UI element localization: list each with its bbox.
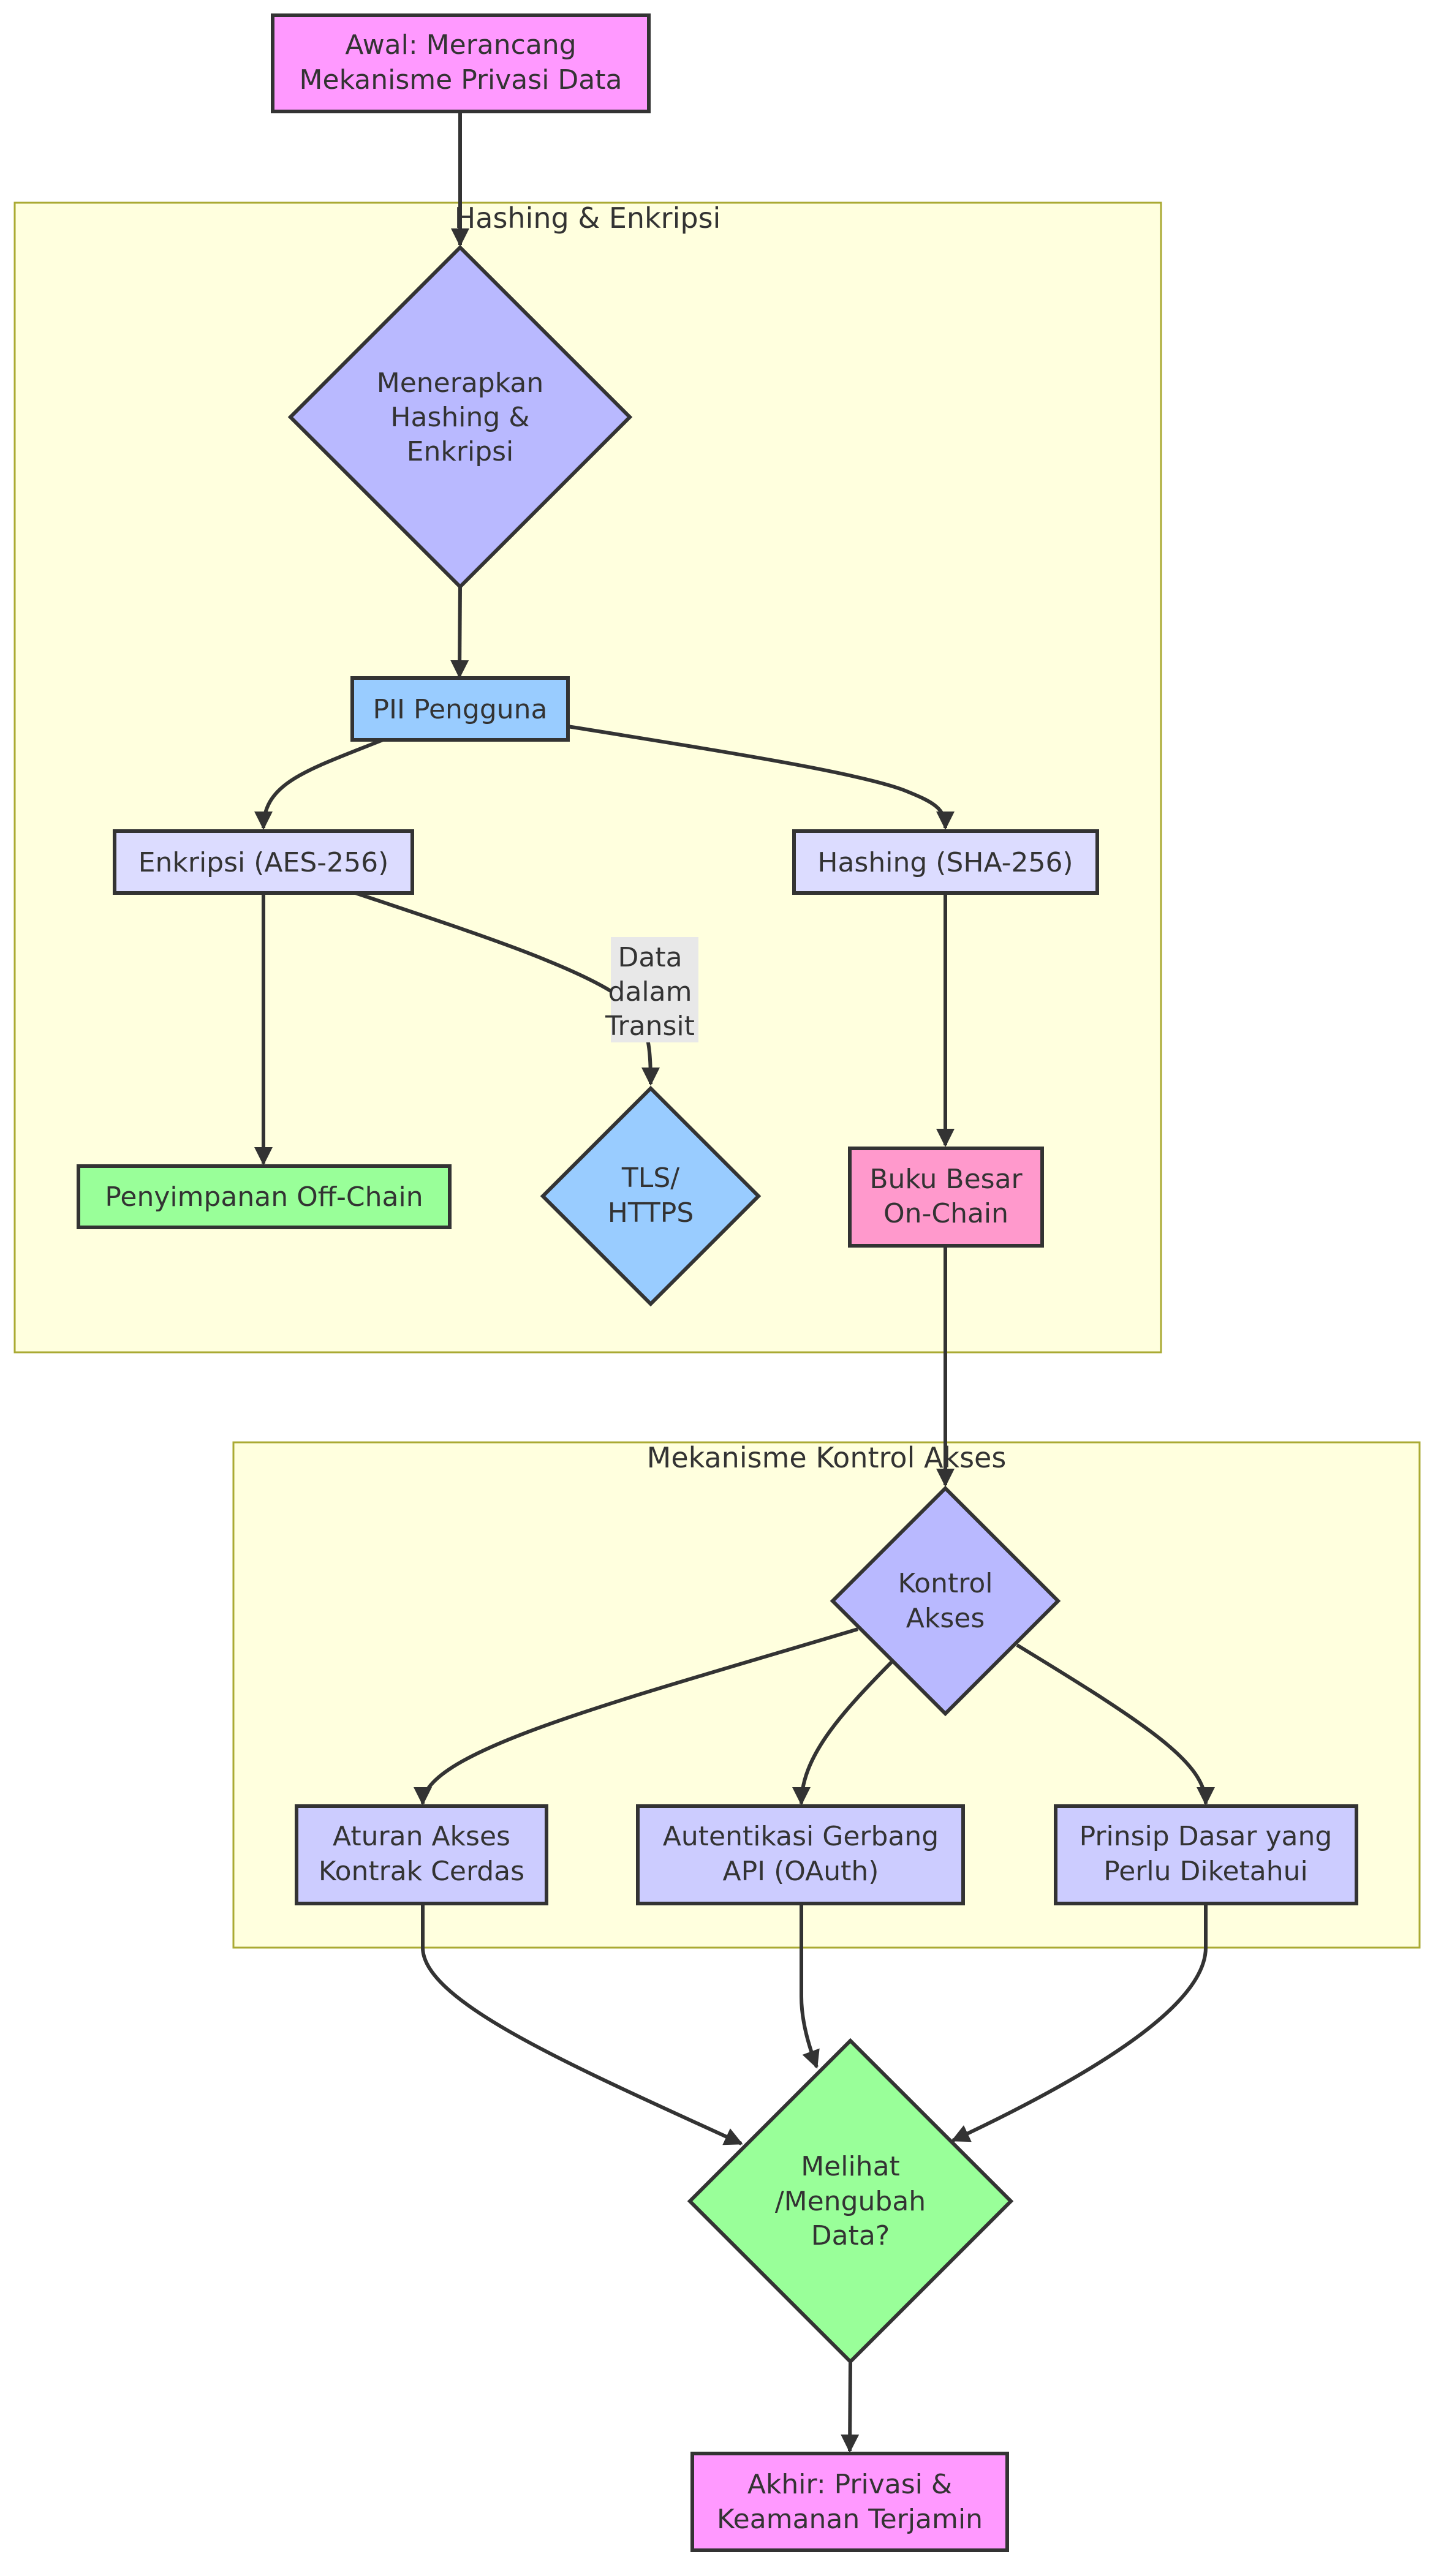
node-tls: TLS/ HTTPS: [540, 1085, 762, 1307]
node-smart-contract-rules: Aturan Akses Kontrak Cerdas: [295, 1804, 548, 1905]
node-onchain-ledger: Buku Besar On-Chain: [848, 1147, 1044, 1248]
nodes: Awal: Merancang Mekanisme Privasi Data M…: [77, 13, 1358, 2552]
node-tls-line-2: HTTPS: [608, 1197, 694, 1229]
node-start-line-2: Mekanisme Privasi Data: [300, 64, 622, 96]
node-ntk-line-2: Perlu Diketahui: [1103, 1856, 1308, 1887]
node-hash-label: Hashing (SHA-256): [817, 847, 1073, 878]
edge-access-rules: [414, 1627, 858, 1806]
edge-oauth-view: [800, 1904, 820, 2069]
edge-access-ntk: [1016, 1643, 1215, 1806]
node-ledger-line-2: On-Chain: [883, 1198, 1008, 1229]
node-view-line-1: Melihat: [801, 2151, 900, 2182]
node-end: Akhir: Privasi & Keamanan Terjamin: [690, 2452, 1009, 2552]
node-access-line-2: Akses: [906, 1603, 985, 1634]
edge-ntk-view: [951, 1904, 1208, 2142]
node-view-modify-data: Melihat /Mengubah Data?: [687, 2038, 1014, 2365]
node-api-oauth: Autentikasi Gerbang API (OAuth): [636, 1804, 965, 1905]
group-title-access: Mekanisme Kontrol Akses: [647, 1441, 1007, 1474]
node-oauth-line-2: API (OAuth): [723, 1856, 879, 1887]
node-apply-line-2: Hashing &: [390, 402, 529, 433]
node-apply-line-3: Enkripsi: [407, 436, 514, 467]
node-pii-label: PII Pengguna: [373, 694, 548, 725]
edges: [254, 112, 1215, 2453]
node-end-line-1: Akhir: Privasi &: [747, 2469, 952, 2500]
node-tls-line-1: TLS/: [621, 1162, 679, 1194]
node-start: Awal: Merancang Mekanisme Privasi Data: [271, 13, 651, 113]
node-apply-hashing: Menerapkan Hashing & Enkripsi: [287, 244, 633, 590]
node-rules-line-2: Kontrak Cerdas: [319, 1856, 524, 1887]
node-apply-line-1: Menerapkan: [377, 367, 544, 399]
node-start-line-1: Awal: Merancang: [345, 29, 576, 61]
node-view-line-2: /Mengubah: [775, 2186, 926, 2217]
node-ledger-line-1: Buku Besar: [869, 1164, 1023, 1195]
node-ntk-line-1: Prinsip Dasar yang: [1080, 1821, 1333, 1852]
edge-pii-enc: [254, 738, 384, 830]
node-enc-label: Enkripsi (AES-256): [138, 847, 389, 878]
edge-label-transit: Data dalam Transit: [605, 937, 698, 1042]
edge-pii-hash: [567, 725, 955, 830]
edge-label-line-3: Transit: [605, 1011, 695, 1042]
edge-access-oauth: [792, 1660, 893, 1806]
node-offchain-storage: Penyimpanan Off-Chain: [77, 1164, 452, 1229]
node-view-line-3: Data?: [811, 2220, 890, 2251]
node-end-line-2: Keamanan Terjamin: [717, 2504, 983, 2535]
node-oauth-line-1: Autentikasi Gerbang: [663, 1821, 939, 1852]
node-access-line-1: Kontrol: [898, 1568, 993, 1599]
group-title-hashing: Hashing & Enkripsi: [455, 201, 721, 235]
node-encryption: Enkripsi (AES-256): [113, 829, 414, 895]
edge-rules-view: [421, 1904, 743, 2145]
node-need-to-know: Prinsip Dasar yang Perlu Diketahui: [1054, 1804, 1358, 1905]
node-offchain-label: Penyimpanan Off-Chain: [105, 1181, 423, 1213]
node-access-control: Kontrol Akses: [830, 1485, 1061, 1717]
edge-label-line-1: Data: [618, 942, 682, 973]
node-rules-line-1: Aturan Akses: [333, 1821, 510, 1852]
node-pii: PII Pengguna: [350, 676, 570, 742]
edge-label-line-2: dalam: [608, 976, 692, 1007]
node-hashing: Hashing (SHA-256): [792, 829, 1099, 895]
